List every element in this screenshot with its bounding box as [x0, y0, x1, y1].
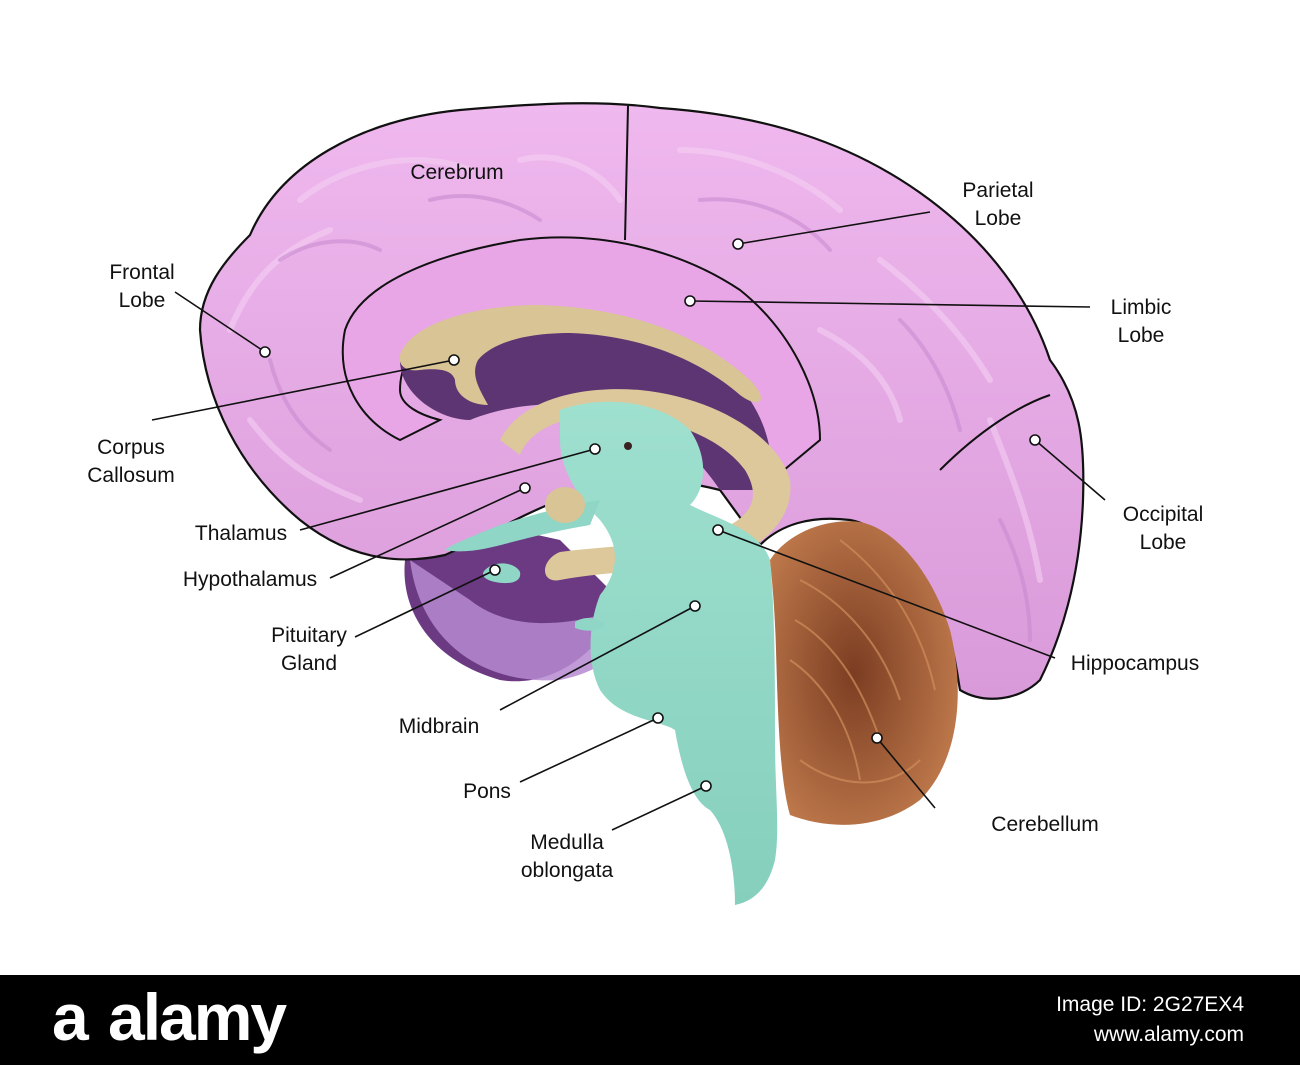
brain-sagittal-illustration — [151, 102, 1106, 905]
leader-lines — [151, 211, 1106, 831]
anchor-pons — [652, 712, 664, 724]
thalamus-dot — [624, 442, 632, 450]
label-parietal-lobe: Parietal Lobe — [962, 179, 1034, 230]
corpus-callosum-shape — [399, 305, 761, 405]
anchor-pituitary-gland — [489, 564, 501, 576]
label-pituitary-gland: Pituitary Gland — [271, 624, 347, 675]
label-medulla-oblongata: Medulla oblongata — [520, 831, 614, 882]
image-id-text: Image ID: 2G27EX4 — [1056, 993, 1244, 1016]
anchor-corpus-callosum — [448, 354, 460, 366]
anchor-cerebellum — [871, 732, 883, 744]
alamy-logo-word: alamy — [108, 980, 287, 1054]
anchor-medulla-oblongata — [700, 780, 712, 792]
stock-footer-bar: a alamy Image ID: 2G27EX4 www.alamy.com — [0, 975, 1300, 1065]
anchor-limbic-lobe — [684, 295, 696, 307]
label-cerebrum: Cerebrum — [410, 161, 504, 184]
label-cerebellum: Cerebellum — [991, 813, 1099, 836]
temporal-lobe — [410, 560, 640, 681]
gyri-shadows — [268, 194, 1032, 642]
thalamic-knob — [545, 487, 585, 523]
anchor-hippocampus — [712, 524, 724, 536]
label-hippocampus: Hippocampus — [1070, 652, 1200, 675]
occipital-division-line — [939, 394, 1051, 471]
site-url-text: www.alamy.com — [1093, 1023, 1244, 1046]
alamy-logo-mark: a — [52, 980, 89, 1054]
anchor-midbrain — [689, 600, 701, 612]
label-midbrain: Midbrain — [398, 715, 480, 738]
anchor-occipital-lobe — [1029, 434, 1041, 446]
anchor-parietal-lobe — [732, 238, 744, 250]
cerebellum-shape — [770, 521, 958, 825]
label-frontal-lobe: Frontal Lobe — [109, 261, 175, 312]
label-thalamus: Thalamus — [194, 522, 288, 545]
label-pons: Pons — [463, 780, 511, 803]
anchor-hypothalamus — [519, 482, 531, 494]
gyri-highlights — [227, 147, 1043, 583]
label-occipital-lobe: Occipital Lobe — [1122, 503, 1204, 554]
diagram-stage: Cerebrum Parietal Lobe Frontal Lobe Limb… — [87, 102, 1204, 905]
anchor-frontal-lobe — [259, 346, 271, 358]
cerebellum-folia — [789, 539, 936, 784]
label-corpus-callosum: Corpus Callosum — [87, 436, 175, 487]
mammillary-small — [575, 618, 605, 631]
label-limbic-lobe: Limbic Lobe — [1110, 296, 1172, 347]
central-division-line — [624, 105, 629, 241]
label-hypothalamus: Hypothalamus — [182, 568, 318, 591]
anchor-points — [259, 238, 1041, 792]
anchor-thalamus — [589, 443, 601, 455]
